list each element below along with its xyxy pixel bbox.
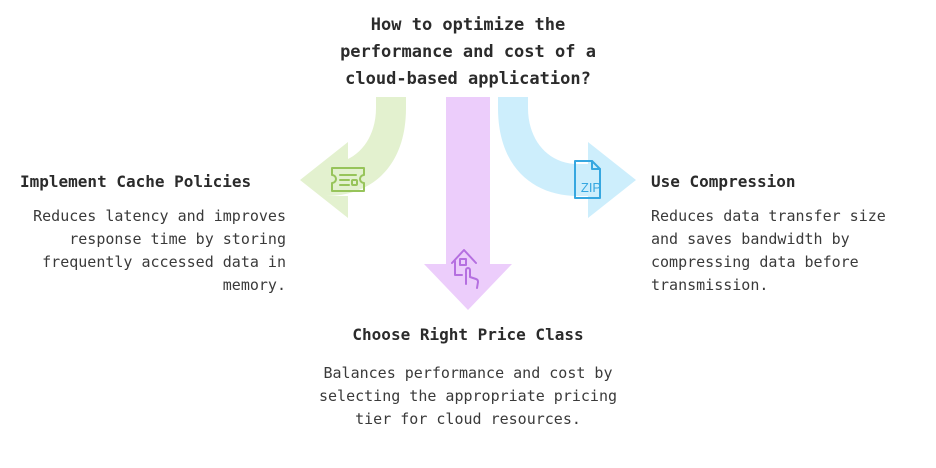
zip-file-icon xyxy=(574,160,601,199)
cache-option-heading: Implement Cache Policies xyxy=(20,172,252,191)
cache-option-description: Reduces latency and improves response ti… xyxy=(33,207,286,294)
arrow-right-compression xyxy=(498,97,636,218)
arrow-left-cache xyxy=(300,97,406,218)
arrow-down-price xyxy=(424,97,512,310)
compression-option-description: Reduces data transfer size and saves ban… xyxy=(651,207,886,294)
compression-option-heading: Use Compression xyxy=(651,172,796,191)
cache-ticket-icon xyxy=(331,167,365,192)
price-option-heading: Choose Right Price Class xyxy=(352,325,584,344)
price-option-description: Balances performance and cost by selecti… xyxy=(318,364,617,428)
zip-icon-label: ZIP xyxy=(581,180,601,195)
diagram-title: How to optimize the performance and cost… xyxy=(340,15,596,89)
house-hand-icon xyxy=(451,249,479,289)
